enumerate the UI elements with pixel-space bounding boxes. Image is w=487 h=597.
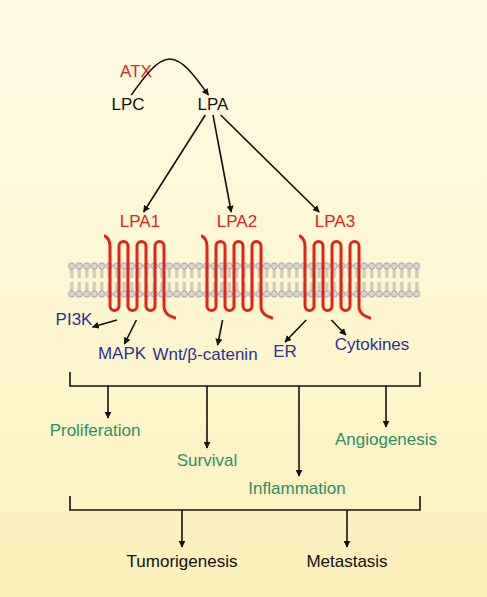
node-label: Angiogenesis — [335, 430, 437, 450]
bracket — [70, 372, 420, 386]
bracket-arrow — [206, 386, 208, 448]
node-label: PI3K — [56, 310, 93, 330]
node-label: Survival — [177, 451, 237, 471]
arrow-connector — [221, 115, 319, 212]
text-node: Tumorigenesis — [127, 552, 238, 572]
receptor-node: LPA3 — [299, 212, 371, 320]
receptor-node: LPA2 — [201, 212, 273, 320]
text-node: ER — [273, 342, 297, 362]
text-node: MAPK — [98, 344, 146, 364]
arrow-connector — [213, 115, 231, 212]
node-label: Metastasis — [306, 552, 387, 572]
text-node: Inflammation — [248, 479, 345, 499]
node-label: Wnt/β-catenin — [152, 345, 257, 365]
bracket — [70, 496, 420, 510]
text-node: LPC — [111, 95, 144, 115]
receptor-label: LPA2 — [201, 212, 273, 232]
node-label: LPA — [198, 95, 229, 115]
text-node: Angiogenesis — [335, 430, 437, 450]
text-node: LPA — [198, 95, 229, 115]
bracket-arrow — [298, 386, 300, 476]
arrow-connector — [92, 320, 117, 327]
text-node: PI3K — [56, 310, 93, 330]
bracket-arrow — [346, 510, 348, 547]
receptor-node: LPA1 — [104, 212, 176, 320]
node-label: Cytokines — [335, 335, 410, 355]
text-node: Wnt/β-catenin — [152, 345, 257, 365]
arrow-connector — [144, 115, 206, 212]
node-label: Inflammation — [248, 479, 345, 499]
arrow-connector — [285, 320, 306, 342]
edge-label: ATX — [120, 62, 152, 82]
node-label: LPC — [111, 95, 144, 115]
bracket-arrow — [181, 510, 183, 547]
arrow-connector — [218, 320, 223, 345]
node-label: Proliferation — [50, 421, 141, 441]
receptor-serpentine — [300, 236, 370, 318]
receptor-label: LPA3 — [299, 212, 371, 232]
text-node: Survival — [177, 451, 237, 471]
text-node: Metastasis — [306, 552, 387, 572]
text-node: Proliferation — [50, 421, 141, 441]
receptor-outline — [104, 234, 176, 320]
arrow-connector — [124, 320, 136, 344]
bracket-arrow — [107, 386, 109, 418]
arrow-connector — [331, 320, 345, 335]
receptor-label: LPA1 — [104, 212, 176, 232]
node-label: Tumorigenesis — [127, 552, 238, 572]
receptor-serpentine — [202, 236, 272, 318]
receptor-outline — [201, 234, 273, 320]
receptor-serpentine — [105, 236, 175, 318]
bracket-arrow — [385, 386, 387, 427]
receptor-outline — [299, 234, 371, 320]
text-node: Cytokines — [335, 335, 410, 355]
node-label: ER — [273, 342, 297, 362]
arrow-connector — [131, 59, 208, 95]
node-label: MAPK — [98, 344, 146, 364]
